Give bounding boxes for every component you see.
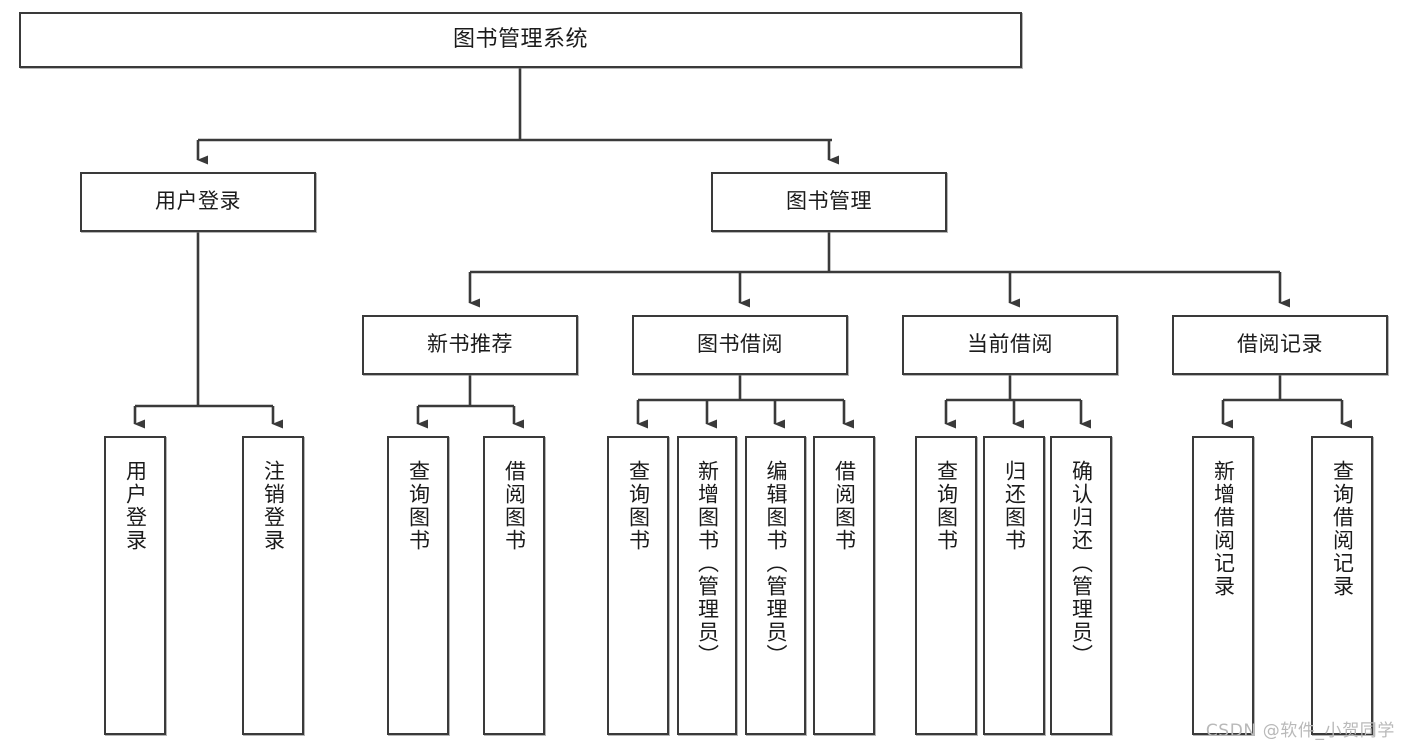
node-leaf-borrow-book-1-label: 借阅图书 bbox=[502, 460, 527, 552]
node-leaf-query-book-3-label: 查询图书 bbox=[934, 460, 959, 552]
node-leaf-query-record-label: 查询借阅记录 bbox=[1330, 460, 1355, 598]
node-user-login[interactable]: 用户登录 bbox=[80, 172, 316, 232]
node-leaf-add-record[interactable]: 新增借阅记录 bbox=[1192, 436, 1254, 735]
watermark: CSDN @软件_小贺同学 bbox=[1205, 721, 1395, 741]
node-leaf-query-book-1[interactable]: 查询图书 bbox=[387, 436, 449, 735]
node-leaf-user-login[interactable]: 用户登录 bbox=[104, 436, 166, 735]
node-leaf-return-book[interactable]: 归还图书 bbox=[983, 436, 1045, 735]
node-book-borrow-label: 图书借阅 bbox=[697, 332, 783, 357]
node-new-book-rec[interactable]: 新书推荐 bbox=[362, 315, 578, 375]
node-book-borrow[interactable]: 图书借阅 bbox=[632, 315, 848, 375]
node-borrow-record[interactable]: 借阅记录 bbox=[1172, 315, 1388, 375]
node-book-manage-label: 图书管理 bbox=[786, 189, 872, 214]
node-leaf-add-book[interactable]: 新增图书（管理员） bbox=[677, 436, 737, 735]
node-leaf-return-book-label: 归还图书 bbox=[1002, 460, 1027, 552]
node-leaf-add-book-label: 新增图书（管理员） bbox=[695, 460, 720, 667]
node-leaf-logout-label: 注销登录 bbox=[261, 460, 286, 552]
node-leaf-confirm-return-label: 确认归还（管理员） bbox=[1069, 460, 1094, 667]
node-leaf-confirm-return[interactable]: 确认归还（管理员） bbox=[1050, 436, 1112, 735]
node-leaf-query-book-2[interactable]: 查询图书 bbox=[607, 436, 669, 735]
node-current-borrow-label: 当前借阅 bbox=[967, 332, 1053, 357]
node-leaf-logout[interactable]: 注销登录 bbox=[242, 436, 304, 735]
node-new-book-rec-label: 新书推荐 bbox=[427, 332, 513, 357]
node-leaf-borrow-book-2[interactable]: 借阅图书 bbox=[813, 436, 875, 735]
node-root-label: 图书管理系统 bbox=[452, 26, 588, 52]
node-leaf-borrow-book-2-label: 借阅图书 bbox=[832, 460, 857, 552]
node-leaf-user-login-label: 用户登录 bbox=[123, 460, 148, 552]
node-leaf-query-book-2-label: 查询图书 bbox=[626, 460, 651, 552]
node-leaf-borrow-book-1[interactable]: 借阅图书 bbox=[483, 436, 545, 735]
node-leaf-query-book-1-label: 查询图书 bbox=[406, 460, 431, 552]
node-leaf-edit-book[interactable]: 编辑图书（管理员） bbox=[745, 436, 806, 735]
node-leaf-edit-book-label: 编辑图书（管理员） bbox=[763, 460, 788, 667]
node-user-login-label: 用户登录 bbox=[155, 189, 241, 214]
node-borrow-record-label: 借阅记录 bbox=[1237, 332, 1323, 357]
node-leaf-add-record-label: 新增借阅记录 bbox=[1211, 460, 1236, 598]
node-current-borrow[interactable]: 当前借阅 bbox=[902, 315, 1118, 375]
node-leaf-query-book-3[interactable]: 查询图书 bbox=[915, 436, 977, 735]
node-root[interactable]: 图书管理系统 bbox=[19, 12, 1022, 68]
node-book-manage[interactable]: 图书管理 bbox=[711, 172, 947, 232]
node-leaf-query-record[interactable]: 查询借阅记录 bbox=[1311, 436, 1373, 735]
